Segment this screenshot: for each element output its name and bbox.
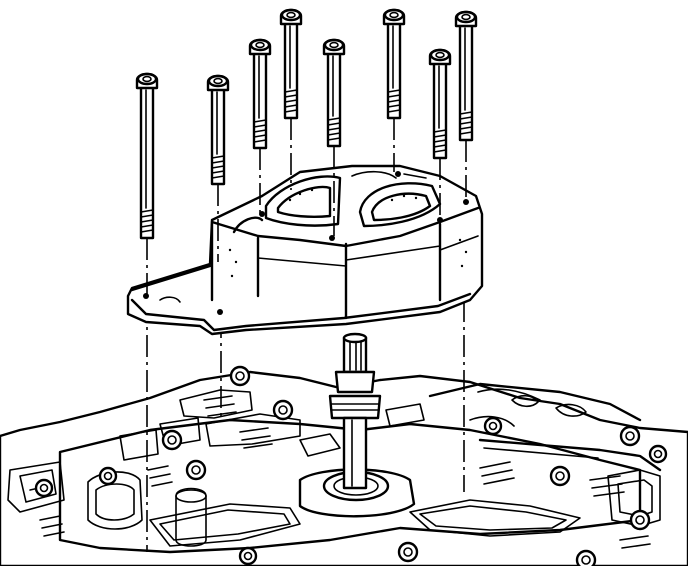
bolt-3 — [248, 38, 272, 150]
input-shaft — [328, 332, 382, 490]
accumulator-cover — [126, 164, 484, 336]
valve-spools — [39, 395, 651, 549]
bolt-8 — [454, 10, 478, 142]
nut-hardware — [34, 365, 668, 566]
bolt-6 — [382, 8, 406, 120]
bolt-4 — [279, 8, 303, 120]
bolt-set — [135, 8, 478, 240]
bolt-5 — [322, 38, 346, 148]
bolt-2 — [206, 74, 230, 186]
bolt-1 — [135, 72, 159, 240]
bolt-alignment-lines — [146, 118, 467, 298]
bolt-7 — [428, 48, 452, 160]
